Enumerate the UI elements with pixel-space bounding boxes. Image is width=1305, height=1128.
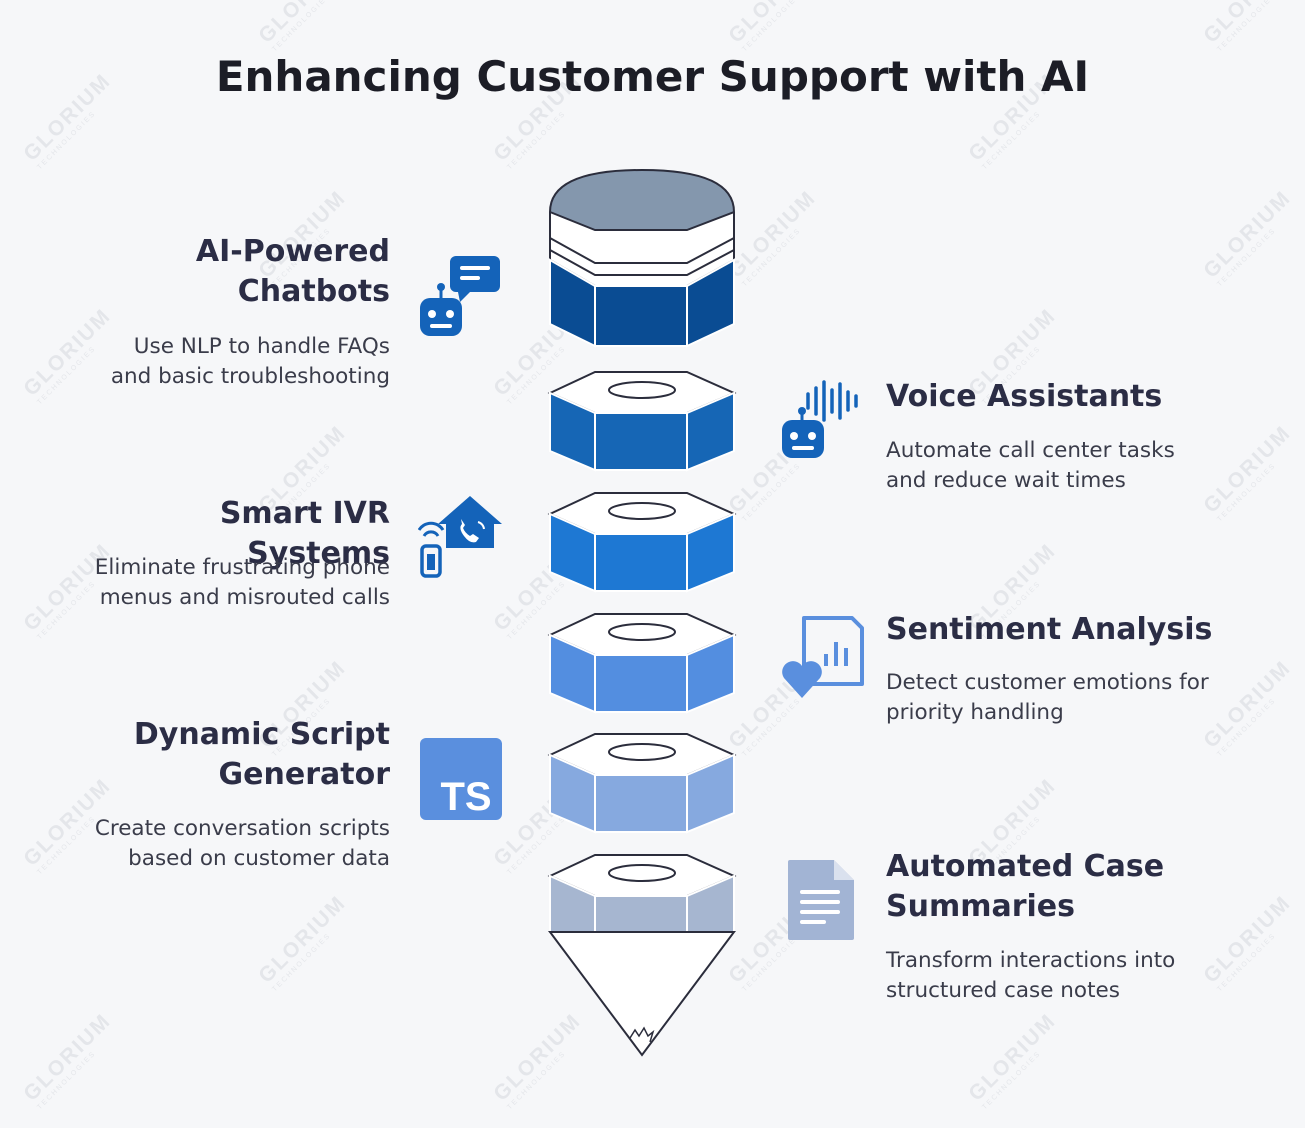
desc-case-summaries: Transform interactions into structured c… [886, 946, 1286, 1006]
heading-line: Smart IVR Systems [219, 496, 390, 571]
stack-tip [548, 931, 736, 1057]
heading-sentiment-analysis: Sentiment Analysis [886, 610, 1296, 650]
stack-segment [547, 613, 737, 714]
heading-script-generator: Dynamic Script Generator [70, 715, 390, 795]
desc-sentiment-analysis: Detect customer emotions for priority ha… [886, 668, 1296, 728]
heading-line: AI-Powered [195, 234, 390, 269]
document-icon [788, 860, 854, 940]
desc-script-generator: Create conversation scripts based on cus… [60, 814, 390, 874]
heading-chatbots: AI-Powered Chatbots [70, 232, 390, 312]
pencil-stack [547, 168, 737, 1057]
desc-line: menus and misrouted calls [99, 585, 390, 610]
desc-line: based on customer data [128, 846, 390, 871]
heading-line: Automated Case [886, 849, 1165, 884]
heading-voice-assistants: Voice Assistants [886, 377, 1286, 417]
desc-line: and basic troubleshooting [110, 364, 390, 389]
chatbot-icon [420, 256, 500, 336]
heading-line: Summaries [886, 889, 1076, 924]
heading-line: Generator [218, 757, 390, 792]
stack-segment [547, 371, 737, 472]
heading-line: Voice Assistants [886, 379, 1163, 414]
desc-line: Transform interactions into [886, 948, 1176, 973]
heading-line: Chatbots [237, 274, 390, 309]
phone-home-icon [418, 496, 502, 578]
heading-case-summaries: Automated Case Summaries [886, 847, 1286, 927]
desc-line: and reduce wait times [886, 468, 1126, 493]
desc-line: Use NLP to handle FAQs [133, 334, 390, 359]
desc-line: Automate call center tasks [886, 438, 1175, 463]
page-title: Enhancing Customer Support with AI [215, 52, 1090, 101]
desc-line: priority handling [886, 700, 1064, 725]
desc-voice-assistants: Automate call center tasks and reduce wa… [886, 436, 1286, 496]
voice-robot-icon [782, 380, 858, 458]
desc-line: structured case notes [886, 978, 1120, 1003]
desc-chatbots: Use NLP to handle FAQs and basic trouble… [60, 332, 390, 392]
heading-line: Dynamic Script [133, 717, 390, 752]
ts-script-icon: TS [420, 738, 502, 820]
stack-cap [548, 168, 736, 348]
desc-smart-ivr: Eliminate frustrating phone menus and mi… [60, 553, 390, 613]
desc-line: Detect customer emotions for [886, 670, 1209, 695]
heart-chart-icon [782, 616, 864, 698]
heading-line: Sentiment Analysis [886, 612, 1213, 647]
stack-segment [547, 733, 737, 834]
stack-segment [547, 492, 737, 593]
desc-line: Eliminate frustrating phone [94, 555, 390, 580]
desc-line: Create conversation scripts [94, 816, 390, 841]
ts-icon-label: TS [440, 775, 491, 819]
heading-smart-ivr: Smart IVR Systems [70, 494, 390, 574]
